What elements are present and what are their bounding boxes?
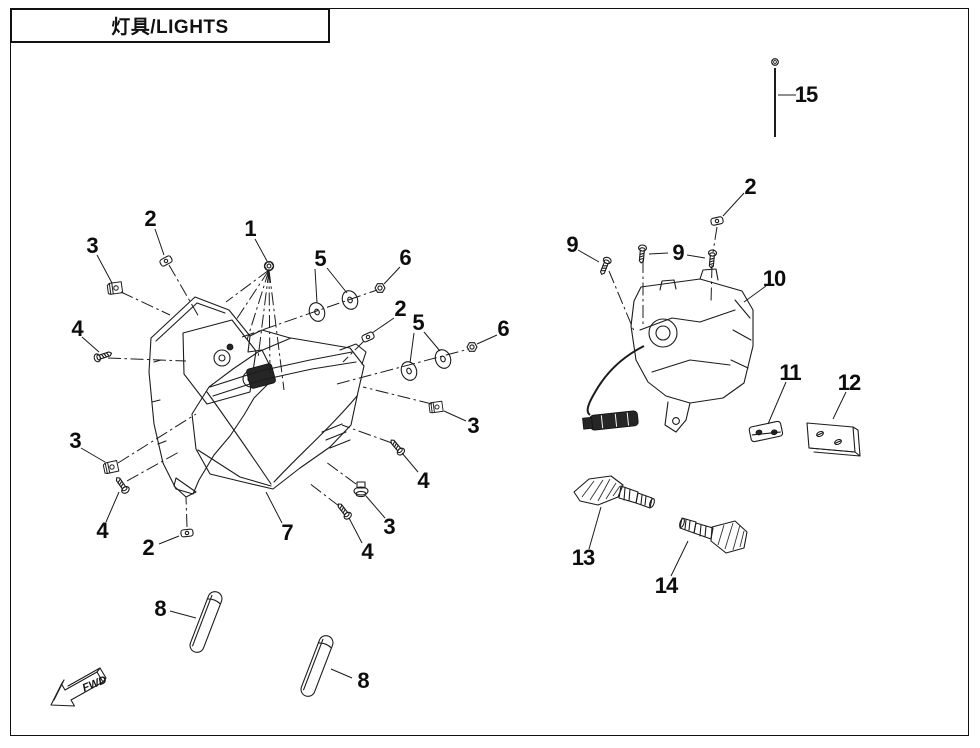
clipnut-part3	[106, 281, 124, 296]
headlight-back-housing	[148, 296, 276, 498]
clip-part2	[180, 528, 194, 538]
connector-part11	[748, 420, 784, 443]
screw-part9	[636, 244, 648, 264]
tail-light-unit	[630, 268, 754, 433]
tail-light-wire-harness	[582, 345, 645, 431]
washer-part5	[398, 358, 420, 384]
clipnut-part3	[428, 400, 444, 414]
headlight-lens-unit	[191, 329, 367, 490]
nut-part6	[466, 342, 478, 352]
screw-part4	[387, 436, 407, 458]
plate-part12	[806, 422, 861, 457]
leader-lines	[80, 192, 847, 679]
nut-part6	[374, 283, 386, 293]
grommet-part3	[353, 481, 369, 498]
clip-part2	[158, 254, 174, 268]
clip-part2	[709, 215, 725, 227]
fwd-arrow: FWD	[50, 667, 109, 707]
antenna-part15	[771, 58, 796, 137]
page-title: 灯具/LIGHTS	[111, 17, 229, 38]
washer-part5	[432, 346, 454, 372]
hardware-parts	[92, 215, 725, 538]
page-border	[10, 8, 969, 736]
rubber-strip-part8-left	[189, 591, 223, 653]
screw-part4	[113, 474, 131, 496]
washer-part5	[339, 287, 361, 313]
washer-part5	[306, 299, 328, 325]
rubber-strip-part8-right	[300, 635, 334, 697]
screw-part4	[334, 500, 354, 522]
turn-signal-part13	[573, 475, 655, 509]
turn-signal-part14	[679, 517, 748, 554]
bolt-part1	[263, 260, 275, 272]
clipnut-part3	[102, 460, 120, 475]
title-box: 灯具/LIGHTS	[10, 8, 330, 43]
screw-part4	[92, 348, 114, 364]
assembly-axis-lines	[107, 226, 718, 528]
